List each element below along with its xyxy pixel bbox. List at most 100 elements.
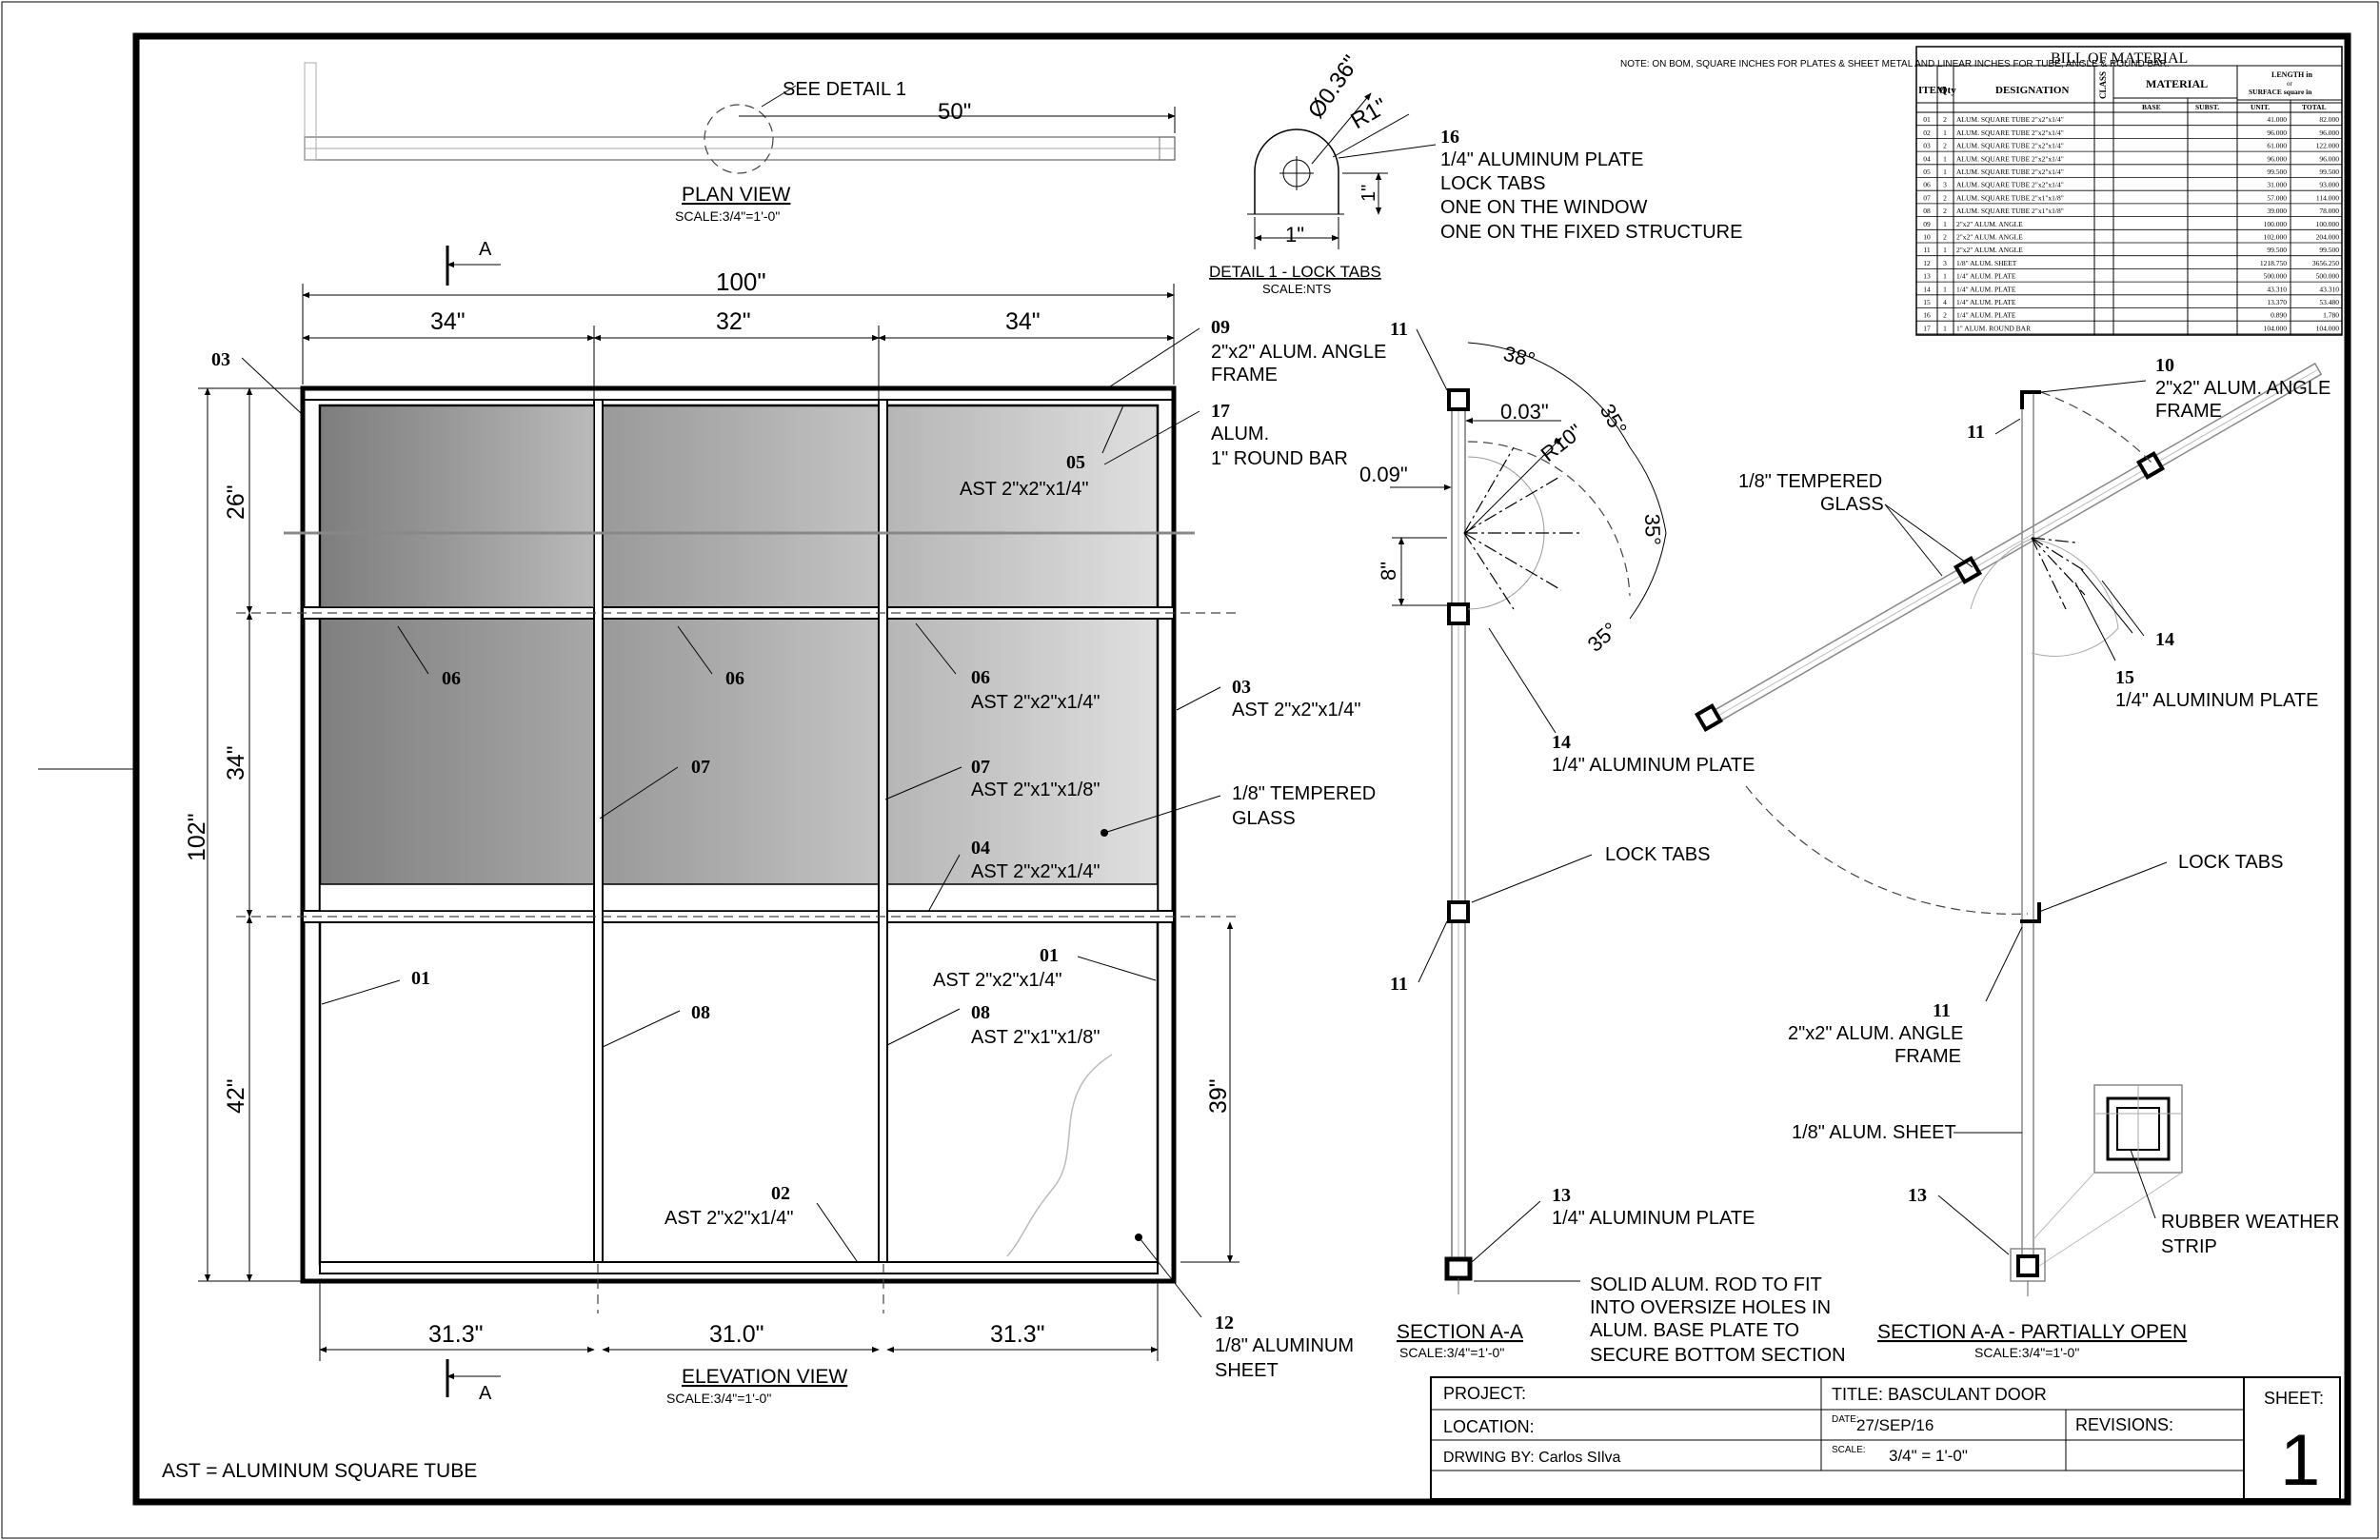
bom-cell-designation: 1/4" ALUM. PLATE xyxy=(1956,272,2016,281)
callout-05-line1: AST 2"x2"x1/4" xyxy=(960,479,1088,500)
bom-cell-unit: 100.000 xyxy=(2264,220,2288,228)
bom-cell-designation: 2"x2" ALUM. ANGLE xyxy=(1956,233,2023,242)
rubber-line2: STRIP xyxy=(2161,1236,2217,1257)
bom-cell-total: 43.310 xyxy=(2319,285,2339,293)
bom-cell-qty: 2 xyxy=(1943,115,1947,124)
callout-06c: 06 xyxy=(971,667,990,688)
partial-scale: SCALE:3/4"=1'-0" xyxy=(1974,1345,2079,1360)
bom-cell-item: 13 xyxy=(1923,272,1931,281)
bom-cell-item: 05 xyxy=(1923,168,1931,176)
callout-06c-line1: AST 2"x2"x1/4" xyxy=(971,692,1100,713)
callout-14a-line1: 1/4" ALUMINUM PLATE xyxy=(1552,755,1755,776)
callout-15: 15 xyxy=(2115,667,2134,688)
bom-header-length3: SURFACE square in xyxy=(2249,88,2312,96)
bom-cell-total: 96.000 xyxy=(2319,154,2339,163)
angle-35b: 35° xyxy=(1640,513,1665,545)
dim-total-height: 102" xyxy=(184,813,210,861)
bom-title: BILL OF MATERIAL xyxy=(2051,50,2188,67)
lock-tab-mid xyxy=(1447,900,1470,923)
tb-title: TITLE: BASCULANT DOOR xyxy=(1832,1385,2047,1404)
bom-cell-designation: 1/4" ALUM. PLATE xyxy=(1956,298,2016,306)
partial-glass-line2: GLASS xyxy=(1820,494,1884,515)
bom-cell-qty: 1 xyxy=(1943,324,1947,332)
plan-view-title: PLAN VIEW xyxy=(682,184,791,206)
bom-cell-item: 15 xyxy=(1923,298,1931,306)
bom-header-subst: SUBST. xyxy=(2195,103,2219,111)
rubber-line1: RUBBER WEATHER xyxy=(2161,1212,2339,1233)
callout-16: 16 xyxy=(1440,127,1459,148)
bom-cell-unit: 41.000 xyxy=(2267,115,2287,124)
lock-tab-top xyxy=(1447,388,1470,411)
bom-cell-unit: 104.000 xyxy=(2264,324,2288,332)
section-aa-scale: SCALE:3/4"=1'-0" xyxy=(1399,1345,1504,1360)
elevation-view xyxy=(236,385,1238,1313)
bom-cell-designation: ALUM. SQUARE TUBE 2"x2"x1/4" xyxy=(1956,181,2064,189)
dim-bottom-2: 31.0" xyxy=(709,1321,764,1348)
callout-09-line1: 2"x2" ALUM. ANGLE xyxy=(1211,342,1386,363)
bom-cell-qty: 4 xyxy=(1943,298,1947,306)
bom-cell-total: 500.000 xyxy=(2316,272,2340,281)
detail1-radius: R1" xyxy=(1347,93,1392,134)
callout-13a-line1: 1/4" ALUMINUM PLATE xyxy=(1552,1208,1755,1229)
detail1-title: DETAIL 1 - LOCK TABS xyxy=(1209,263,1381,281)
rod-note-line2: INTO OVERSIZE HOLES IN xyxy=(1590,1297,1831,1318)
bom-cell-unit: 31.000 xyxy=(2267,181,2287,189)
bill-of-material: BILL OF MATERIAL ITEM Qty DESIGNATION CL… xyxy=(1915,46,2343,336)
callout-01b-line1: AST 2"x2"x1/4" xyxy=(933,970,1061,991)
tb-project: PROJECT: xyxy=(1443,1384,1526,1403)
bom-cell-unit: 13.370 xyxy=(2267,298,2287,306)
bom-header-base: BASE xyxy=(2142,103,2161,111)
bom-cell-designation: 1/4" ALUM. PLATE xyxy=(1956,285,2016,293)
bom-cell-unit: 96.000 xyxy=(2267,128,2287,137)
bom-cell-qty: 2 xyxy=(1943,233,1947,242)
bom-cell-qty: 1 xyxy=(1943,285,1947,293)
callout-16-line2: LOCK TABS xyxy=(1440,173,1545,194)
lock-tabs-label-a: LOCK TABS xyxy=(1605,844,1710,865)
bom-cell-item: 08 xyxy=(1923,207,1931,215)
bom-cell-designation: 1/8" ALUM. SHEET xyxy=(1956,259,2017,267)
tb-drawn-by: DRWING BY: Carlos SIlva xyxy=(1443,1450,1621,1466)
callout-17: 17 xyxy=(1211,401,1230,422)
dim-8: 8" xyxy=(1377,562,1400,581)
bom-cell-total: 204.000 xyxy=(2316,233,2340,242)
detail1-scale: SCALE:NTS xyxy=(1262,282,1332,296)
detail1-width: 1" xyxy=(1285,223,1304,247)
callout-13a: 13 xyxy=(1552,1185,1571,1206)
elevation-dimensions: 100" 34" 32" 34" 102" 26" 34" 42" 31.3" … xyxy=(184,239,1240,1404)
callout-14b: 14 xyxy=(2155,629,2174,650)
bom-header-class: CLASS xyxy=(2098,71,2108,99)
dim-right-39: 39" xyxy=(1205,1078,1232,1114)
bom-cell-qty: 3 xyxy=(1943,259,1947,267)
bom-cell-unit: 102.000 xyxy=(2264,233,2288,242)
plan-view: SEE DETAIL 1 50" PLAN VIEW SCALE:3/4"=1'… xyxy=(304,62,1176,224)
partial-angle-line1: 2"x2" ALUM. ANGLE xyxy=(1788,1023,1963,1044)
bom-cell-item: 02 xyxy=(1923,128,1931,137)
section-aa-partial: 10 2"x2" ALUM. ANGLE FRAME 11 1/8" TEMPE… xyxy=(1694,355,2339,1360)
callout-11b: 11 xyxy=(1390,974,1408,995)
bom-cell-total: 3656.250 xyxy=(2312,259,2339,267)
bom-cell-total: 122.000 xyxy=(2316,142,2340,150)
bom-header-total: TOTAL xyxy=(2302,103,2327,111)
bom-cell-qty: 1 xyxy=(1943,128,1947,137)
detail-1-lock-tabs: Ø0.36" R1" 1" 1" DETAIL 1 - LOCK TABS SC… xyxy=(1209,50,1742,296)
callout-04-line1: AST 2"x2"x1/4" xyxy=(971,861,1100,882)
dim-height-3: 42" xyxy=(223,1078,249,1114)
callout-02: 02 xyxy=(771,1183,790,1204)
bom-cell-qty: 3 xyxy=(1943,181,1947,189)
callout-12: 12 xyxy=(1215,1313,1234,1333)
callout-09-line2: FRAME xyxy=(1211,365,1278,385)
bom-cell-designation: 2"x2" ALUM. ANGLE xyxy=(1956,220,2023,228)
tb-scale-label: SCALE: xyxy=(1832,1445,1866,1455)
callout-13b: 13 xyxy=(1908,1185,1927,1206)
radius-10: R10" xyxy=(1537,420,1587,466)
section-aa: 38° 35° 35° 35° 0.03" R10" 0.09" 8" 11 1… xyxy=(1359,319,1846,1366)
bom-cell-total: 1.780 xyxy=(2323,311,2339,320)
rod-note-line1: SOLID ALUM. ROD TO FIT xyxy=(1590,1274,1822,1295)
callout-01a: 01 xyxy=(411,968,430,989)
bom-cell-unit: 0.890 xyxy=(2271,311,2287,320)
bom-cell-item: 16 xyxy=(1923,311,1931,320)
bom-cell-item: 07 xyxy=(1923,193,1931,202)
callout-04: 04 xyxy=(971,838,990,859)
partial-glass-line1: 1/8" TEMPERED xyxy=(1738,471,1882,492)
bom-cell-unit: 39.000 xyxy=(2267,207,2287,215)
